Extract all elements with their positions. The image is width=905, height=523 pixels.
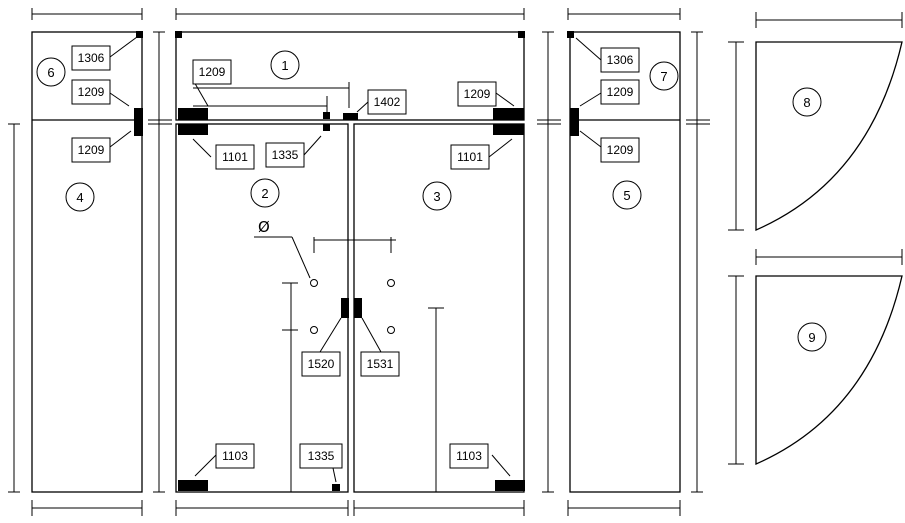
panel-number-1: 1 (270, 50, 300, 80)
corner-clip-right (567, 31, 574, 38)
top-clamp-left-lower (178, 124, 208, 135)
label-1531: 1531 (360, 351, 400, 377)
panel-number-4: 4 (65, 182, 95, 212)
svg-text:1103: 1103 (456, 449, 482, 463)
svg-text:3: 3 (433, 189, 440, 204)
label-1306-left: 1306 (71, 45, 111, 71)
svg-text:2: 2 (261, 186, 268, 201)
left-sidelight-panel (31, 31, 143, 493)
label-1209-left-side: 1209 (71, 137, 111, 163)
svg-text:1335: 1335 (308, 449, 335, 463)
panel-numbers: 1 2 3 4 5 6 7 8 9 (36, 50, 827, 352)
svg-text:1306: 1306 (78, 51, 105, 65)
label-1520: 1520 (301, 351, 341, 377)
top-clamp-right-lower (493, 124, 524, 135)
bottom-patch-left (178, 480, 208, 491)
vertical-dimension-lines (8, 31, 744, 493)
lock-block-left (341, 298, 349, 318)
label-1402: 1402 (367, 89, 407, 115)
svg-text:8: 8 (803, 95, 810, 110)
svg-text:7: 7 (660, 69, 667, 84)
svg-text:1306: 1306 (607, 53, 634, 67)
bottom-dimension-lines (31, 500, 681, 516)
label-1335-upper: 1335 (265, 142, 305, 168)
label-1209-right-side: 1209 (600, 137, 640, 163)
svg-text:1209: 1209 (78, 143, 105, 157)
svg-text:1101: 1101 (457, 150, 483, 164)
corner-clip-tl (175, 31, 182, 38)
panel-number-8: 8 (792, 87, 822, 117)
svg-text:1209: 1209 (607, 143, 634, 157)
hardware-blocks (134, 31, 579, 491)
floor-lock-block (332, 484, 340, 491)
panel-number-9: 9 (797, 322, 827, 352)
corner-clip-left (136, 31, 143, 38)
svg-text:1209: 1209 (199, 65, 226, 79)
label-1306-right: 1306 (600, 47, 640, 73)
svg-text:1209: 1209 (607, 85, 634, 99)
label-1209-center: 1209 (192, 59, 232, 85)
label-1103-left: 1103 (215, 443, 255, 469)
top-dimension-lines (31, 8, 903, 265)
svg-text:1402: 1402 (374, 95, 401, 109)
label-1209-left-top: 1209 (71, 79, 111, 105)
label-1101-right: 1101 (450, 144, 490, 170)
lock-block-right (354, 298, 362, 318)
label-1103-right: 1103 (449, 443, 489, 469)
bottom-patch-right (495, 480, 525, 491)
panel-number-3: 3 (422, 181, 452, 211)
panel-number-5: 5 (612, 180, 642, 210)
diameter-symbol: Ø (258, 218, 270, 236)
svg-text:1520: 1520 (308, 357, 335, 371)
handle-holes (193, 82, 444, 492)
svg-text:1531: 1531 (367, 357, 394, 371)
svg-text:1209: 1209 (464, 87, 491, 101)
transom-bar-block (343, 113, 358, 120)
lock-keeper-upper (323, 112, 330, 119)
curved-panel-9 (755, 275, 903, 465)
leader-lines (109, 36, 602, 483)
panel-number-6: 6 (36, 57, 66, 87)
panel-number-7: 7 (649, 61, 679, 91)
curved-panel-8 (755, 41, 903, 231)
lock-keeper-lower (323, 124, 330, 131)
svg-text:1101: 1101 (222, 150, 248, 164)
label-1209-right: 1209 (457, 81, 497, 107)
svg-text:5: 5 (623, 188, 630, 203)
svg-text:4: 4 (76, 190, 83, 205)
svg-text:1335: 1335 (272, 148, 299, 162)
reference-labels: 1306 1209 1209 1209 1402 1101 1335 1209 … (71, 45, 640, 469)
svg-text:9: 9 (808, 330, 815, 345)
corner-clip-tr (518, 31, 525, 38)
top-clamp-right-upper (493, 108, 524, 120)
panel-number-2: 2 (250, 178, 280, 208)
right-sidelight-panel (569, 31, 681, 493)
svg-text:1209: 1209 (78, 85, 105, 99)
label-1209-right-top: 1209 (600, 79, 640, 105)
side-clamp-left (134, 108, 143, 136)
top-clamp-left-upper (178, 108, 208, 120)
label-1335-lower: 1335 (299, 443, 343, 469)
side-clamp-right (570, 108, 579, 136)
svg-text:1103: 1103 (222, 449, 248, 463)
svg-text:6: 6 (47, 65, 54, 80)
label-1101-left: 1101 (215, 144, 255, 170)
svg-text:1: 1 (281, 58, 288, 73)
